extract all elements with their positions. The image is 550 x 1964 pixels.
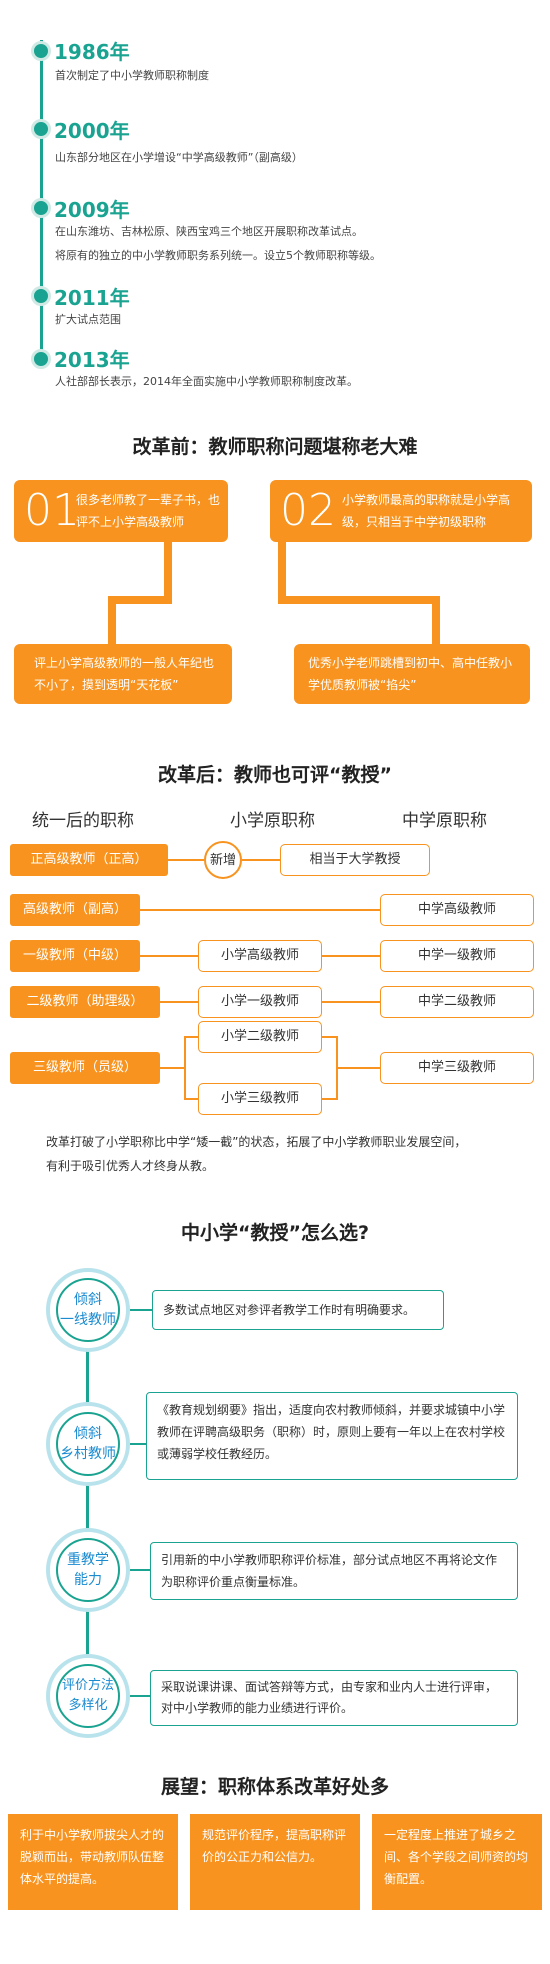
timeline-dot bbox=[31, 286, 51, 306]
criterion-label: 多样化 bbox=[68, 1698, 108, 1713]
connector-line bbox=[130, 1443, 146, 1445]
problem-text: 评上小学高级教师的一般人年纪也不小了，摸到透明“天花板” bbox=[34, 656, 215, 692]
problem-text: 小学教师最高的职称就是小学高级，只相当于中学初级职称 bbox=[342, 493, 511, 529]
problem-text: 优秀小学老师跳槽到初中、高中任教小学优质教师被“掐尖” bbox=[308, 656, 513, 692]
criterion-text: 引用新的中小学教师职称评价标准，部分试点地区不再将论文作为职称评价重点衡量标准。 bbox=[150, 1542, 518, 1600]
connector-line bbox=[164, 542, 172, 596]
timeline-dot bbox=[31, 119, 51, 139]
criterion-circle: 重教学能力 bbox=[46, 1528, 130, 1612]
benefit-box: 利于中小学教师拔尖人才的脱颖而出，带动教师队伍整体水平的提高。 bbox=[8, 1814, 178, 1910]
criterion-label: 一线教师 bbox=[60, 1312, 116, 1328]
connector-line bbox=[242, 859, 280, 861]
connector-line bbox=[160, 1001, 198, 1003]
primary-title-box: 小学高级教师 bbox=[198, 940, 322, 972]
timeline-dot bbox=[31, 198, 51, 218]
connector-line bbox=[322, 1098, 336, 1100]
middle-title-box: 中学一级教师 bbox=[380, 940, 534, 972]
connector-line bbox=[184, 1098, 198, 1100]
middle-title-box: 中学二级教师 bbox=[380, 986, 534, 1018]
connector-line bbox=[322, 955, 380, 957]
criterion-label: 倾斜 bbox=[74, 1426, 102, 1442]
criterion-text: 《教育规划纲要》指出，适度向农村教师倾斜，并要求城镇中小学教师在评聘高级职务（职… bbox=[146, 1392, 518, 1480]
title-level-2: 二级教师（助理级） bbox=[10, 986, 160, 1018]
timeline-year: 2013年 bbox=[54, 348, 130, 372]
connector-line bbox=[130, 1309, 152, 1311]
criterion-label: 乡村教师 bbox=[60, 1446, 116, 1462]
timeline-text: 首次制定了中小学教师职称制度 bbox=[55, 69, 209, 82]
connector-line bbox=[140, 909, 380, 911]
timeline-dot bbox=[31, 41, 51, 61]
timeline-dot bbox=[31, 349, 51, 369]
timeline-year: 2011年 bbox=[54, 286, 130, 310]
connector-line bbox=[130, 1695, 150, 1697]
timeline-year: 1986年 bbox=[54, 40, 130, 64]
problem-number: 01 bbox=[24, 485, 80, 536]
equivalent-box: 相当于大学教授 bbox=[280, 844, 430, 876]
benefit-box: 一定程度上推进了城乡之间、各个学段之间师资的均衡配置。 bbox=[372, 1814, 542, 1910]
problem-number: 02 bbox=[280, 485, 336, 536]
new-badge: 新增 bbox=[204, 841, 242, 879]
timeline-text: 扩大试点范围 bbox=[55, 313, 121, 326]
criterion-label: 评价方法 bbox=[61, 1678, 114, 1693]
criterion-label: 倾斜 bbox=[74, 1292, 102, 1308]
column-header-primary: 小学原职称 bbox=[230, 811, 315, 831]
criterion-label: 能力 bbox=[74, 1572, 102, 1588]
problem-box-2: 02 小学教师最高的职称就是小学高级，只相当于中学初级职称 bbox=[270, 480, 532, 542]
timeline-text: 在山东潍坊、吉林松原、陕西宝鸡三个地区开展职称改革试点。 bbox=[55, 225, 363, 238]
timeline-text: 人社部部长表示，2014年全面实施中小学教师职称制度改革。 bbox=[55, 375, 358, 388]
connector-line bbox=[108, 596, 116, 644]
criterion-circle: 倾斜一线教师 bbox=[46, 1268, 130, 1352]
connector-line bbox=[130, 1569, 150, 1571]
connector-line bbox=[160, 1067, 184, 1069]
title-level-3: 三级教师（员级） bbox=[10, 1052, 160, 1084]
primary-title-box: 小学三级教师 bbox=[198, 1083, 322, 1115]
problem-text: 很多老师教了一辈子书，也评不上小学高级教师 bbox=[76, 493, 221, 529]
section-title-before: 改革前：教师职称问题堪称老大难 bbox=[132, 436, 418, 458]
problem-box-1: 01 很多老师教了一辈子书，也评不上小学高级教师 bbox=[14, 480, 228, 542]
summary-line-2: 有利于吸引优秀人才终身从教。 bbox=[46, 1159, 215, 1173]
problem-box-4: 优秀小学老师跳槽到初中、高中任教小学优质教师被“掐尖” bbox=[294, 644, 530, 704]
connector-line bbox=[278, 542, 286, 596]
criterion-text: 采取说课讲课、面试答辩等方式，由专家和业内人士进行评审，对中小学教师的能力业绩进… bbox=[150, 1670, 518, 1726]
criterion-circle: 评价方法多样化 bbox=[46, 1654, 130, 1738]
primary-title-box: 小学二级教师 bbox=[198, 1021, 322, 1053]
choose-timeline-line bbox=[86, 1300, 89, 1695]
section-title-after: 改革后：教师也可评“教授” bbox=[158, 764, 392, 786]
column-header-middle: 中学原职称 bbox=[402, 811, 487, 831]
connector-line bbox=[432, 596, 440, 644]
problem-box-3: 评上小学高级教师的一般人年纪也不小了，摸到透明“天花板” bbox=[14, 644, 232, 704]
connector-line bbox=[336, 1067, 380, 1069]
criterion-circle: 倾斜乡村教师 bbox=[46, 1402, 130, 1486]
title-level-1: 一级教师（中级） bbox=[10, 940, 140, 972]
criterion-label: 重教学 bbox=[67, 1552, 109, 1568]
connector-line bbox=[108, 596, 172, 604]
connector-line bbox=[278, 596, 438, 604]
title-senior-associate: 高级教师（副高） bbox=[10, 894, 140, 926]
connector-line bbox=[168, 859, 204, 861]
benefit-box: 规范评价程序，提高职称评价的公正力和公信力。 bbox=[190, 1814, 360, 1910]
timeline-year: 2009年 bbox=[54, 198, 130, 222]
primary-title-box: 小学一级教师 bbox=[198, 986, 322, 1018]
criterion-text: 多数试点地区对参评者教学工作时有明确要求。 bbox=[152, 1290, 444, 1330]
connector-line bbox=[322, 1036, 336, 1038]
column-header-unified: 统一后的职称 bbox=[32, 811, 134, 831]
timeline-text: 山东部分地区在小学增设“中学高级教师”（副高级） bbox=[55, 151, 303, 164]
connector-line bbox=[140, 955, 198, 957]
title-senior-full: 正高级教师（正高） bbox=[10, 844, 168, 876]
timeline-year: 2000年 bbox=[54, 119, 130, 143]
middle-title-box: 中学三级教师 bbox=[380, 1052, 534, 1084]
middle-title-box: 中学高级教师 bbox=[380, 894, 534, 926]
section-title-outlook: 展望：职称体系改革好处多 bbox=[160, 1776, 389, 1798]
section-title-choose: 中小学“教授”怎么选? bbox=[181, 1222, 369, 1244]
connector-line bbox=[184, 1036, 198, 1038]
timeline-text: 将原有的独立的中小学教师职务系列统一。设立5个教师职称等级。 bbox=[55, 249, 381, 262]
connector-line bbox=[184, 1036, 186, 1100]
connector-line bbox=[322, 1001, 380, 1003]
summary-line-1: 改革打破了小学职称比中学“矮一截”的状态，拓展了中小学教师职业发展空间， bbox=[46, 1135, 467, 1149]
